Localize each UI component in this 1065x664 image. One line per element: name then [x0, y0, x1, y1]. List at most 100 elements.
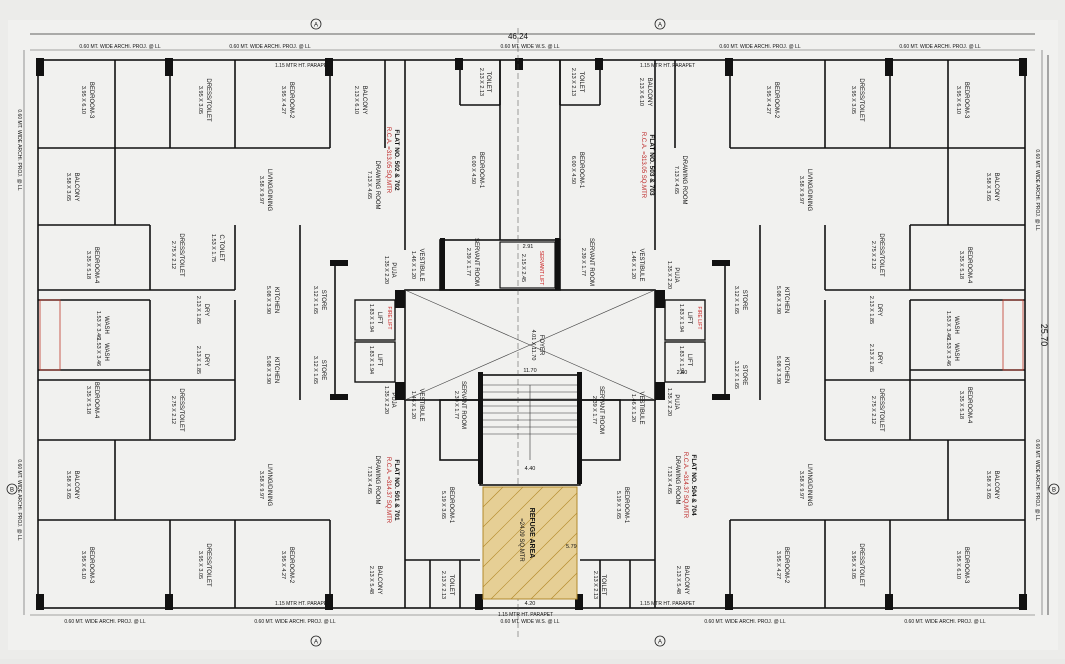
tr-lift-label: LIFT: [686, 312, 692, 325]
br-bedroom4-dim: 3.35 X 5.18: [958, 391, 964, 419]
tr-bedroom4-label: BEDROOM-4: [966, 247, 972, 284]
tl-vestibule-dim: 1.46 X 1.20: [410, 251, 416, 279]
tr-flat-rca: R.C.A. =313.05 SQ.MTR: [640, 132, 646, 199]
tr-toilet-label: TOILET: [578, 72, 584, 93]
br-drawing-label: DRAWING ROOM: [674, 455, 680, 504]
tl-kitchen-label: KITCHEN: [273, 287, 279, 313]
br-dress-label: DRESS/TOILET: [858, 543, 864, 587]
ledge-label-bottom-2: 0.60 MT. WIDE ARCHI. PROJ. @ LL: [254, 619, 335, 625]
tl-bedroom1-dim: 6.00 X 4.50: [470, 156, 476, 184]
svg-text:B: B: [10, 488, 14, 494]
br-toilet-label: TOILET: [600, 575, 606, 596]
br-balcony-dim: 3.58 X 3.65: [985, 471, 991, 499]
foyer-length: 11.70: [523, 368, 536, 374]
bl-flat-title: FLAT NO. 501 & 701: [393, 459, 400, 521]
ledge-label-left-1: 0.60 MT. WIDE ARCHI. PROJ. @ LL: [16, 109, 22, 190]
tl-bedroom3-dim: 3.95 X 6.10: [80, 86, 86, 114]
bl-balcony2-label: BALCONY: [376, 566, 382, 595]
tr-store-label: STORE: [741, 290, 747, 311]
br-wash-label: WASH: [953, 343, 959, 361]
bl-dress-dim: 3.95 X 3.05: [197, 551, 203, 579]
ledge-label-top-2: 0.60 MT. WIDE ARCHI. PROJ. @ LL: [229, 44, 310, 50]
tl-pooja-dim: 1.35 X 2.20: [383, 256, 389, 284]
tl-dress-b-label: DRESS/TOILET: [178, 233, 184, 277]
projection-lines: [23, 49, 1043, 616]
tr-balcony-label: BALCONY: [646, 78, 652, 107]
br-toilet-dim: 2.13 X 2.13: [592, 571, 598, 599]
ledge-label-top-1: 0.60 MT. WIDE ARCHI. PROJ. @ LL: [79, 44, 160, 50]
bl-bedroom4-label: BEDROOM-4: [93, 382, 99, 419]
br-bedroom1-dim: 5.19 X 3.65: [615, 491, 621, 519]
tl-drawing-dim: 7.13 X 4.65: [366, 171, 372, 199]
tr-living-dim: 3.58 X 9.97: [798, 176, 804, 204]
tl-kitchen-dim: 5.08 X 3.90: [265, 286, 271, 314]
refuge-area-label: REFUGE AREA: [528, 508, 535, 559]
tl-bedroom3-label: BEDROOM-3: [88, 82, 94, 119]
tr-dress-dim: 3.95 X 3.05: [850, 86, 856, 114]
tl-lift-label: LIFT: [376, 312, 382, 325]
bl-toilet-dim: 2.13 X 2.13: [440, 571, 446, 599]
svg-text:A: A: [658, 23, 662, 29]
bl-lift-label: LIFT: [376, 354, 382, 367]
bl-wash-dim: 1.53 X 3.46: [95, 338, 101, 366]
tr-balcony-dim: 2.13 X 6.10: [638, 78, 644, 106]
tr-bedroom1-label: BEDROOM-1: [578, 152, 584, 189]
bl-servant-dim: 2.39 X 1.77: [453, 391, 459, 419]
overall-width-label: 46.24: [508, 32, 529, 41]
br-bedroom3-dim: 3.95 X 6.10: [955, 551, 961, 579]
tr-toilet-dim: 2.13 X 2.13: [570, 68, 576, 96]
axis-marker-b-left: B: [6, 483, 18, 495]
tr-drawing-dim: 7.13 X 4.65: [673, 166, 679, 194]
tr-dry-label: DRY: [876, 304, 882, 317]
br-bedroom1-label: BEDROOM-1: [623, 487, 629, 524]
bl-wash-label: WASH: [103, 343, 109, 361]
svg-text:A: A: [314, 640, 318, 646]
tr-balcony2-label: BALCONY: [993, 173, 999, 202]
tl-store-dim: 3.12 X 1.65: [312, 286, 318, 314]
tr-bedroom2-dim: 3.95 X 4.27: [765, 86, 771, 114]
tl-bedroom4-dim: 3.35 X 5.18: [85, 251, 91, 279]
foyer-open-to-sky: [404, 289, 656, 401]
tl-wash-label: WASH: [103, 316, 109, 334]
tl-wash-dim: 1.53 X 3.46: [95, 311, 101, 339]
lobby-dim: 2.15 X 2.45: [520, 254, 526, 282]
br-dress-b-dim: 2.75 X 2.12: [870, 396, 876, 424]
tl-living-dim: 3.58 X 9.97: [258, 176, 264, 204]
br-wash-dim: 1.53 X 3.46: [945, 338, 951, 366]
lift-core-top: [499, 241, 556, 289]
tr-bedroom2-label: BEDROOM-2: [773, 82, 779, 119]
tr-servant-label: SERVANT ROOM: [588, 238, 594, 286]
servant-lift-label: SERVANT LIFT: [538, 251, 544, 286]
bl-living-dim: 3.58 X 9.97: [258, 471, 264, 499]
svg-text:A: A: [314, 23, 318, 29]
ledge-label-top-3: 0.60 MT. WIDE W.S. @ LL: [501, 44, 560, 50]
tr-wash-label: WASH: [953, 316, 959, 334]
tl-balcony-label: BALCONY: [361, 86, 367, 115]
br-balcony2-label: BALCONY: [683, 566, 689, 595]
tl-toilet-dim: 2.13 X 2.13: [478, 68, 484, 96]
tl-bedroom2-dim: 3.95 X 4.27: [280, 86, 286, 114]
tl-lift-dim: 1.83 X 1.94: [368, 304, 374, 332]
br-flat-rca: R.C.A. =314.37 SQ.MTR: [682, 452, 688, 519]
refuge-height: 5.79: [566, 544, 577, 550]
bl-vestibule-label: VESTIBULE: [418, 388, 424, 421]
bl-dress-b-label: DRESS/TOILET: [178, 388, 184, 432]
svg-text:A: A: [658, 640, 662, 646]
br-balcony-label: BALCONY: [993, 471, 999, 500]
tl-ctoilet-dim: 1.53 X 1.75: [210, 234, 216, 262]
tl-store-label: STORE: [320, 290, 326, 311]
lift-left-lower: [354, 341, 396, 383]
br-vestibule-label: VESTIBULE: [638, 391, 644, 424]
bl-bedroom2-label: BEDROOM-2: [288, 547, 294, 584]
bl-bedroom1-label: BEDROOM-1: [448, 487, 454, 524]
bl-store-dim: 3.12 X 1.65: [312, 356, 318, 384]
ledge-label-bottom-5: 0.60 MT. WIDE ARCHI. PROJ. @ LL: [904, 619, 985, 625]
axis-marker-b-right: B: [1048, 483, 1060, 495]
tr-bedroom3-dim: 3.95 X 6.10: [955, 86, 961, 114]
parapet-label-top-right: 1.15 MTR HT. PARAPET: [640, 63, 695, 69]
bl-flat-rca: R.C.A. =314.37 SQ.MTR: [385, 457, 391, 524]
tr-living-label: LIVING/DINING: [806, 169, 812, 212]
tr-dry-dim: 2.13 X 1.85: [868, 296, 874, 324]
tl-flat-title: FLAT NO. 502 & 702: [393, 129, 400, 191]
